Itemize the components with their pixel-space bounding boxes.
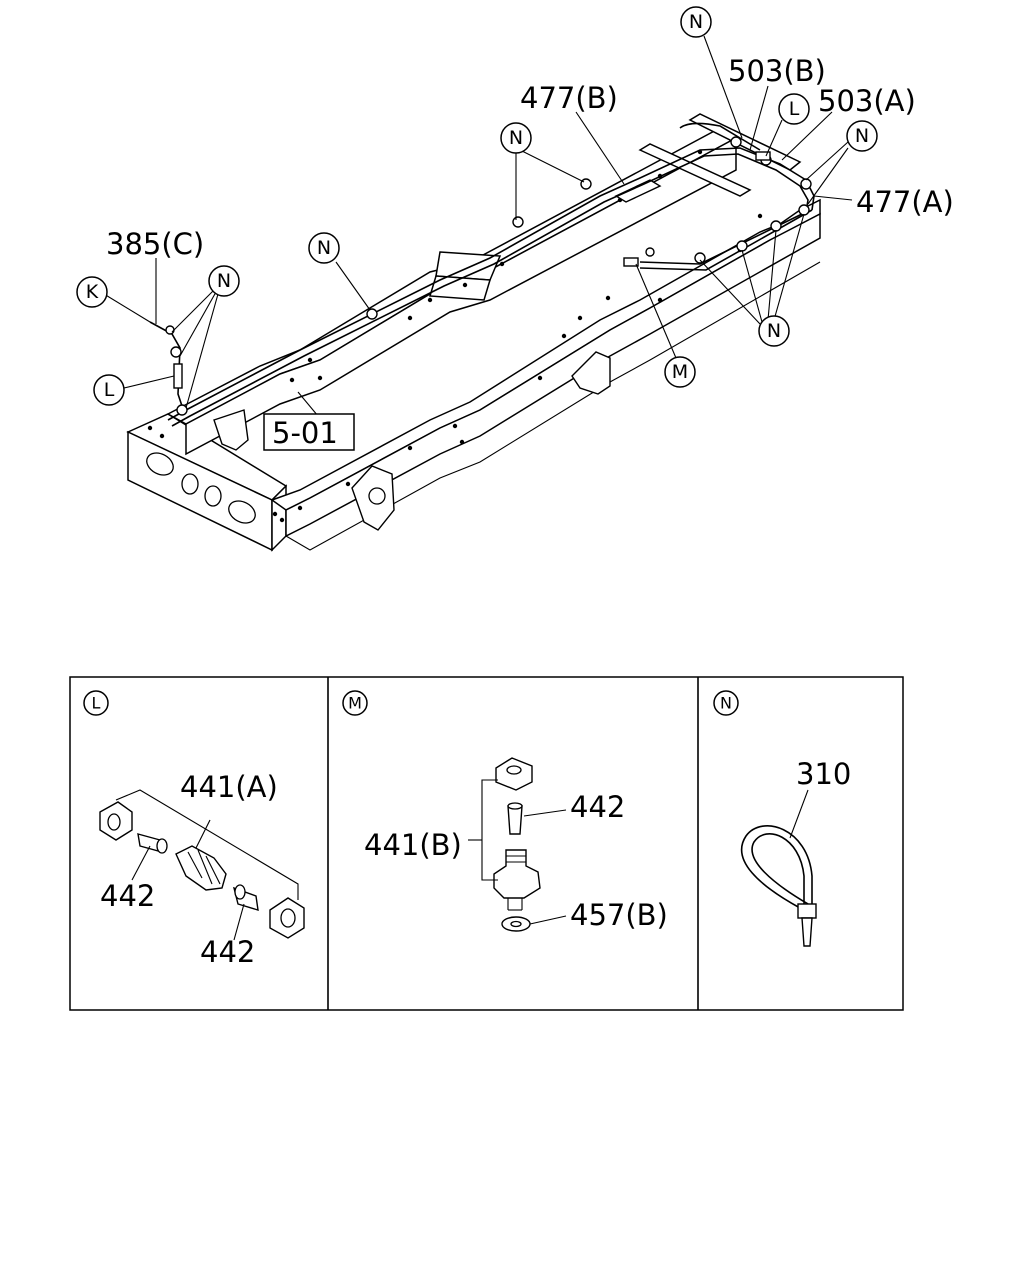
detail-panel-n: N 310 [713,690,851,947]
label-503b: 503(B) [728,54,826,88]
callout-l-left: L [93,374,125,406]
callout-letter: N [855,125,869,147]
callout-letter: N [317,237,331,259]
callout-letter: L [789,98,800,120]
callout-n-left: N [208,265,240,297]
label-457b: 457(B) [570,898,668,932]
chassis-frame [126,113,821,552]
label-310: 310 [796,757,851,791]
callout-n-top-right: N [680,6,712,38]
label-442-bottom: 442 [200,935,255,969]
label-477b: 477(B) [520,81,618,115]
callout-letter: N [509,127,523,149]
label-385c: 385(C) [106,227,204,261]
callout-n-right: N [846,120,878,152]
panel-tag-m: M [348,694,362,713]
label-5-01: 5-01 [272,416,338,450]
callout-letter: N [767,320,781,342]
label-477a: 477(A) [856,185,954,219]
label-442-m: 442 [570,790,625,824]
callout-m: M [664,356,696,388]
callout-n-mid-top: N [500,122,532,154]
label-503a: 503(A) [818,84,916,118]
callout-k: K [76,276,108,308]
callout-l-top-right: L [778,93,810,125]
label-441a: 441(A) [180,770,278,804]
callout-letter: M [672,361,688,383]
detail-panels [69,676,904,1011]
ref-box-5-01 [263,413,355,451]
callout-n-mid: N [308,232,340,264]
callout-letter: L [104,379,115,401]
callout-letter: N [689,11,703,33]
rivet-holes [147,149,763,523]
leader-lines [103,35,853,428]
panel-tag-l: L [92,694,101,713]
callout-n-bottom-right: N [758,315,790,347]
detail-panel-m: M 441(B) 442 457(B) [342,690,668,932]
callout-letter: N [217,270,231,292]
label-441b: 441(B) [364,828,462,862]
detail-panel-l: L 441(A) 442 442 [83,690,305,969]
label-442-left: 442 [100,879,155,913]
panel-tag-n: N [720,694,732,713]
callout-letter: K [86,281,99,303]
